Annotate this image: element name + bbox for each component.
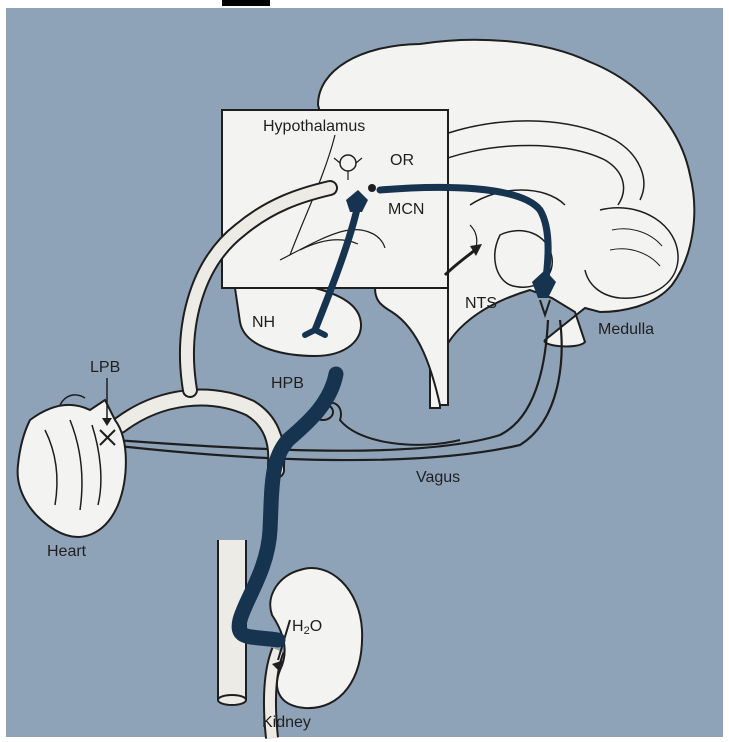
lpb-label: LPB [90,360,120,376]
kidney-label: Kidney [262,715,311,731]
nts-label: NTS [465,296,497,312]
aorta-end [218,695,246,705]
water-o: O [310,618,322,635]
vagus-label: Vagus [416,470,460,486]
title-fragment [222,0,270,6]
right-white-edge [723,0,729,742]
nh-label: NH [252,315,275,331]
medulla-label: Medulla [598,322,654,338]
or-connection [368,184,376,192]
bottom-white-edge [0,737,729,742]
left-white-edge [0,0,6,742]
hpb-label: HPB [271,376,304,392]
hypothalamus-label: Hypothalamus [263,119,365,135]
or-label: OR [390,153,414,169]
top-white-band [0,0,729,8]
heart-label: Heart [47,544,86,560]
mcn-label: MCN [388,202,424,218]
water-label: H2O [292,619,322,637]
water-h: H [292,618,304,635]
